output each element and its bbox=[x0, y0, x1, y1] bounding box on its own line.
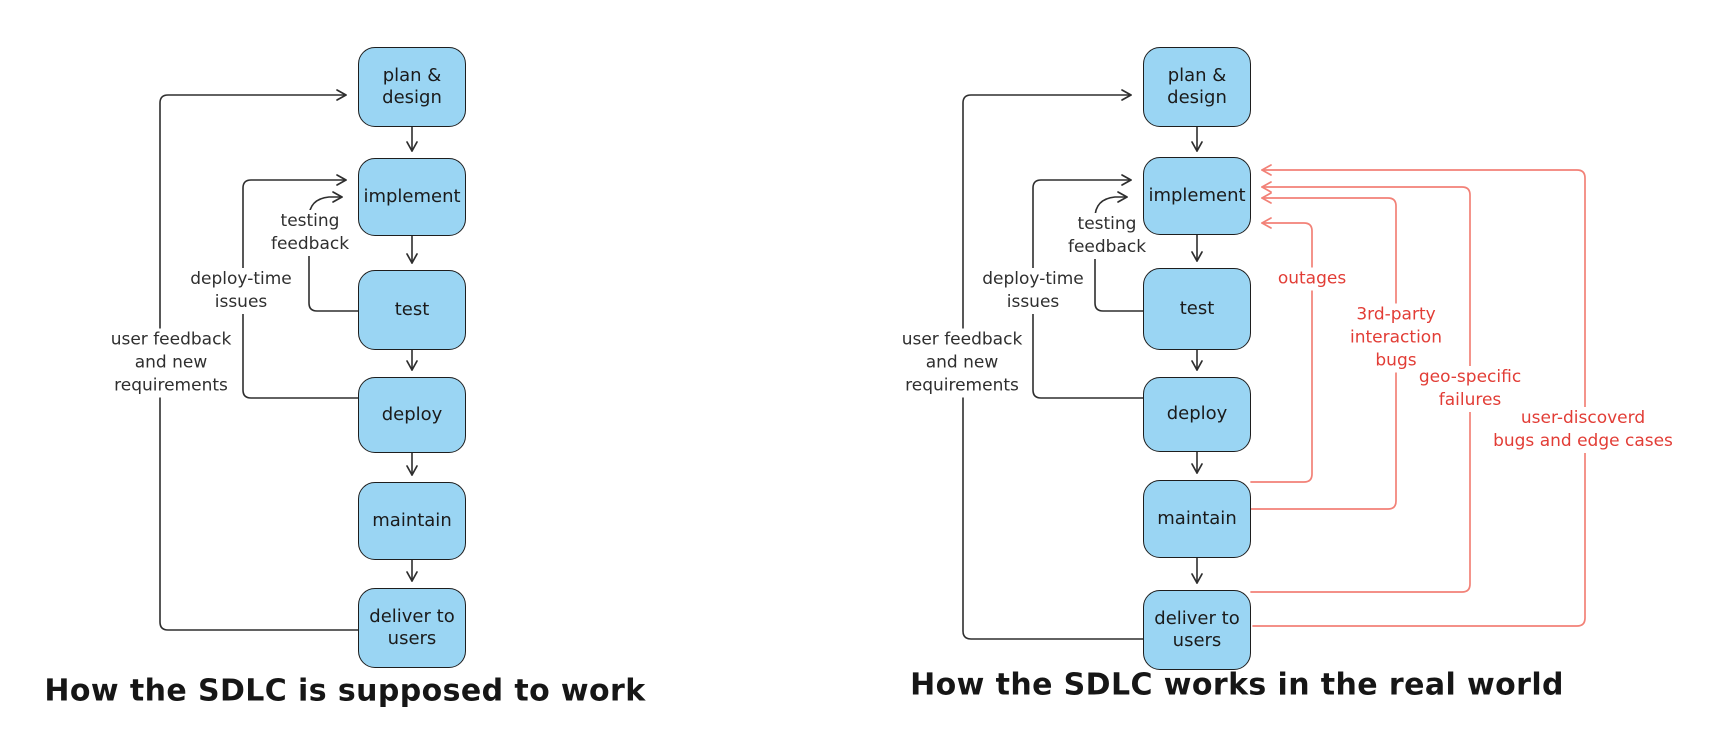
node-implement-left: implement bbox=[358, 158, 466, 236]
node-test-right: test bbox=[1143, 268, 1251, 350]
node-deploy-left: deploy bbox=[358, 377, 466, 453]
label-testing-feedback-left: testing feedback bbox=[267, 210, 353, 256]
node-deliver-to-users-right: deliver to users bbox=[1143, 590, 1251, 670]
label-user-discovered-bugs: user-discoverd bugs and edge cases bbox=[1490, 407, 1676, 453]
node-deploy-right: deploy bbox=[1143, 377, 1251, 452]
edge-left-testing-feedback-loop bbox=[308, 191, 359, 312]
node-plan-design-right: plan & design bbox=[1143, 47, 1251, 127]
caption-right: How the SDLC works in the real world bbox=[910, 667, 1564, 703]
node-maintain-left: maintain bbox=[358, 482, 466, 560]
node-test-left: test bbox=[358, 270, 466, 350]
label-deploy-time-issues-right: deploy-time issues bbox=[979, 268, 1087, 314]
label-testing-feedback-right: testing feedback bbox=[1064, 213, 1150, 259]
label-outages: outages bbox=[1274, 267, 1350, 291]
edge-red-user-discovered-bugs bbox=[1252, 164, 1586, 627]
node-deliver-to-users-left: deliver to users bbox=[358, 588, 466, 668]
caption-left: How the SDLC is supposed to work bbox=[44, 673, 646, 709]
node-implement-right: implement bbox=[1143, 157, 1251, 235]
edge-red-outages bbox=[1250, 217, 1313, 483]
label-user-feedback-right: user feedback and new requirements bbox=[898, 328, 1026, 398]
label-user-feedback-left: user feedback and new requirements bbox=[107, 328, 235, 398]
node-maintain-right: maintain bbox=[1143, 480, 1251, 558]
edge-right-testing-feedback-loop bbox=[1094, 191, 1144, 312]
label-deploy-time-issues-left: deploy-time issues bbox=[187, 268, 295, 314]
label-geo-specific-failures: geo-specific failures bbox=[1415, 366, 1525, 412]
node-plan-design-left: plan & design bbox=[358, 47, 466, 127]
label-third-party-interaction-bugs: 3rd-party interaction bugs bbox=[1347, 303, 1445, 373]
